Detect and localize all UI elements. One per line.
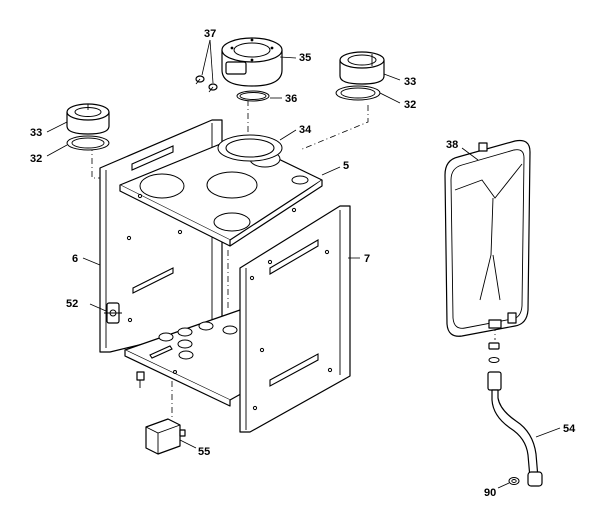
flue-adapter [221, 37, 283, 87]
callout-5: 5 [343, 160, 349, 172]
callout-32-left: 32 [30, 153, 42, 165]
left-flue-ring [66, 135, 110, 151]
gasket-ring [236, 90, 270, 102]
callout-54: 54 [563, 423, 576, 435]
callout-55: 55 [198, 446, 210, 458]
top-plate [119, 137, 323, 247]
latch-part [104, 302, 122, 324]
callout-33-left: 33 [30, 127, 42, 139]
callout-36: 36 [285, 93, 297, 105]
callout-6: 6 [72, 253, 78, 265]
left-flue-collar [66, 103, 110, 135]
leader-lines [46, 39, 561, 489]
callout-35: 35 [299, 52, 311, 64]
callout-38: 38 [446, 139, 458, 151]
callout-32-right: 32 [404, 99, 416, 111]
expansion-vessel [444, 139, 531, 337]
bolt [136, 371, 145, 388]
flue-gasket [217, 134, 283, 162]
screws [195, 75, 218, 93]
callout-labels: 37 35 33 32 33 32 36 34 5 6 7 52 55 38 5… [30, 28, 576, 499]
right-flue-ring [335, 85, 381, 101]
callout-90: 90 [484, 487, 496, 499]
washer [508, 477, 520, 485]
callout-33-right: 33 [404, 76, 416, 88]
electrical-box [145, 418, 186, 455]
callout-34: 34 [299, 124, 312, 136]
callout-7: 7 [364, 253, 370, 265]
callout-37: 37 [204, 28, 216, 40]
flexible-pipe [487, 342, 543, 487]
right-front-panel [239, 205, 351, 433]
callout-52: 52 [66, 298, 78, 310]
right-flue-collar [339, 51, 385, 85]
